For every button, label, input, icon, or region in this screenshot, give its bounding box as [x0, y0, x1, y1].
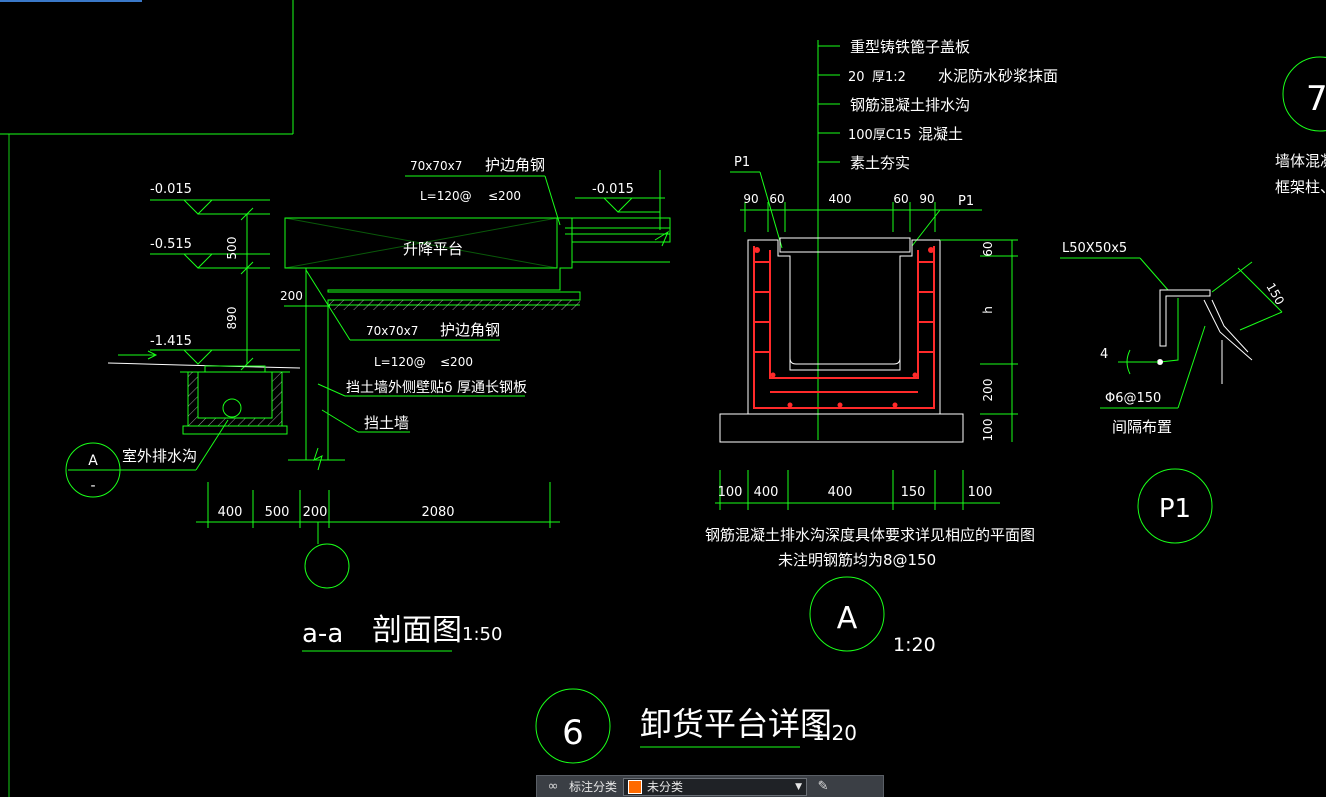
- dim-500: 500: [225, 237, 239, 260]
- elevation-label-right: -0.015: [592, 182, 634, 197]
- layer-1: 重型铸铁篦子盖板: [850, 38, 970, 56]
- section-aa: -0.015 -0.515 -1.415 -0.015 500 890: [65, 156, 671, 652]
- p1-bar-spec: Φ6@150: [1105, 391, 1161, 406]
- bubble-p1-text: P1: [1159, 494, 1191, 524]
- dim-890: 890: [225, 307, 239, 330]
- bubble-p1: [1137, 468, 1213, 544]
- detail-7: 7 墙体混凝 框架柱、: [1275, 56, 1326, 196]
- dim-60-vertical: 60: [981, 241, 995, 256]
- detail-a-scale: 1:20: [893, 634, 936, 656]
- bubble-a-bottom: -: [90, 478, 95, 494]
- layer-2-c: 水泥防水砂浆抹面: [938, 67, 1058, 85]
- section-title-cn: 剖面图: [372, 613, 462, 648]
- title-bubble: [535, 688, 611, 764]
- grid-bubble: [304, 543, 350, 589]
- dim-400-bottom: 400: [218, 505, 243, 520]
- title-text: 卸货平台详图: [640, 705, 832, 743]
- angle-bot-spec: 70x70x7: [366, 324, 418, 338]
- p1-dim-150: 150: [1263, 281, 1287, 308]
- detail-7-text-2: 框架柱、: [1275, 178, 1326, 196]
- section-scale: 1:50: [462, 624, 502, 645]
- p1-angle-spec: L50X50x5: [1062, 241, 1127, 256]
- grate-cover: [779, 237, 911, 253]
- dim-h-vertical: h: [981, 306, 995, 314]
- note-2: 未注明钢筋均为8@150: [778, 551, 936, 569]
- detail-a: 重型铸铁篦子盖板 20 厚1:2 水泥防水砂浆抹面 钢筋混凝土排水沟 100厚C…: [705, 38, 1058, 656]
- dim-500-bottom: 500: [265, 505, 290, 520]
- dim-100-bottom-right: 100: [968, 485, 993, 500]
- p1-right-label: P1: [958, 194, 974, 209]
- dim-2080-bottom: 2080: [421, 505, 454, 520]
- elevation-marker-3: -1.415: [150, 334, 300, 365]
- section-title: a-a: [302, 619, 343, 649]
- bubble-a-top: A: [88, 453, 98, 469]
- lift-platform: [284, 217, 558, 269]
- p1-left-label: P1: [734, 155, 750, 170]
- dim-200-bottom: 200: [303, 505, 328, 520]
- angle-top-name: 护边角钢: [485, 156, 545, 174]
- dim-90-right: 90: [919, 192, 934, 206]
- dim-90-left: 90: [743, 192, 758, 206]
- layer-callouts: 重型铸铁篦子盖板 20 厚1:2 水泥防水砂浆抹面 钢筋混凝土排水沟 100厚C…: [818, 38, 1058, 172]
- bubble-7-text: 7: [1306, 79, 1326, 119]
- wall-label: 挡土墙: [364, 414, 409, 432]
- category-color-swatch: [628, 779, 643, 794]
- bubble-detail-a-text: A: [837, 601, 858, 636]
- dim-200-vertical: 200: [981, 379, 995, 402]
- detail-p1: L50X50x5 150 4 Φ6@150 间隔布置 P1: [1060, 241, 1287, 544]
- frame-box: [0, 0, 294, 797]
- layer-3: 钢筋混凝土排水沟: [850, 96, 970, 114]
- main-title: 6 卸货平台详图 1:20: [535, 688, 857, 764]
- dim-400-bottom-left: 400: [754, 485, 779, 500]
- channel-body: [747, 239, 941, 415]
- bubble-detail-a: [809, 576, 885, 652]
- p1-dim-4: 4: [1100, 347, 1108, 362]
- note-1: 钢筋混凝土排水沟深度具体要求详见相应的平面图: [705, 526, 1035, 544]
- layer-2-b: 厚1:2: [872, 70, 906, 85]
- dim-100-vertical: 100: [981, 419, 995, 442]
- c15-base: [719, 413, 964, 443]
- detail-7-text-1: 墙体混凝: [1275, 152, 1326, 170]
- elevation-marker-1: -0.015: [150, 182, 270, 215]
- layer-4-b: 混凝土: [918, 125, 963, 143]
- platform-label: 升降平台: [403, 240, 463, 258]
- dim-100-bottom-left: 100: [718, 485, 743, 500]
- layer-4-a: 100厚C15: [848, 128, 911, 143]
- elevation-marker-2: -0.515: [150, 237, 270, 269]
- elevation-label-2: -0.515: [150, 237, 192, 252]
- dim-60-left: 60: [769, 192, 784, 206]
- angle-top-spec: 70x70x7: [410, 159, 462, 173]
- edit-icon[interactable]: ✎: [817, 779, 829, 794]
- bubble-7: [1282, 56, 1326, 132]
- layer-2-a: 20: [848, 70, 865, 85]
- toolbar-label: 标注分类: [569, 780, 618, 794]
- title-scale: 1:20: [812, 721, 857, 745]
- dim-200-side: 200: [280, 289, 303, 303]
- link-icon[interactable]: ∞: [547, 779, 559, 794]
- wall-plate-label: 挡土墙外侧壁贴δ 厚通长钢板: [346, 380, 527, 396]
- elevation-marker-right: -0.015: [575, 182, 665, 213]
- annotation-toolbar: ∞ 标注分类 未分类 ▼ ✎: [536, 775, 884, 797]
- drain-label: 室外排水沟: [122, 447, 197, 465]
- category-select-value: 未分类: [647, 780, 684, 794]
- dim-150-bottom: 150: [901, 485, 926, 500]
- layer-5: 素土夯实: [850, 154, 910, 172]
- angle-top-spacing: ≤200: [488, 189, 521, 203]
- elevation-label-1: -0.015: [150, 182, 192, 197]
- title-number: 6: [562, 713, 584, 753]
- chevron-down-icon: ▼: [795, 781, 803, 792]
- angle-bot-name: 护边角钢: [440, 321, 500, 339]
- angle-bot-spacing: ≤200: [440, 355, 473, 369]
- category-select[interactable]: 未分类 ▼: [623, 777, 808, 796]
- window-top-accent: [0, 0, 142, 2]
- dim-400-top: 400: [829, 192, 852, 206]
- angle-bot-length: L=120@: [374, 355, 426, 369]
- dim-60-right: 60: [893, 192, 908, 206]
- elevation-label-3: -1.415: [150, 334, 192, 349]
- dim-400-bottom-mid: 400: [828, 485, 853, 500]
- p1-spacing: 间隔布置: [1112, 418, 1172, 436]
- angle-top-length: L=120@: [420, 189, 472, 203]
